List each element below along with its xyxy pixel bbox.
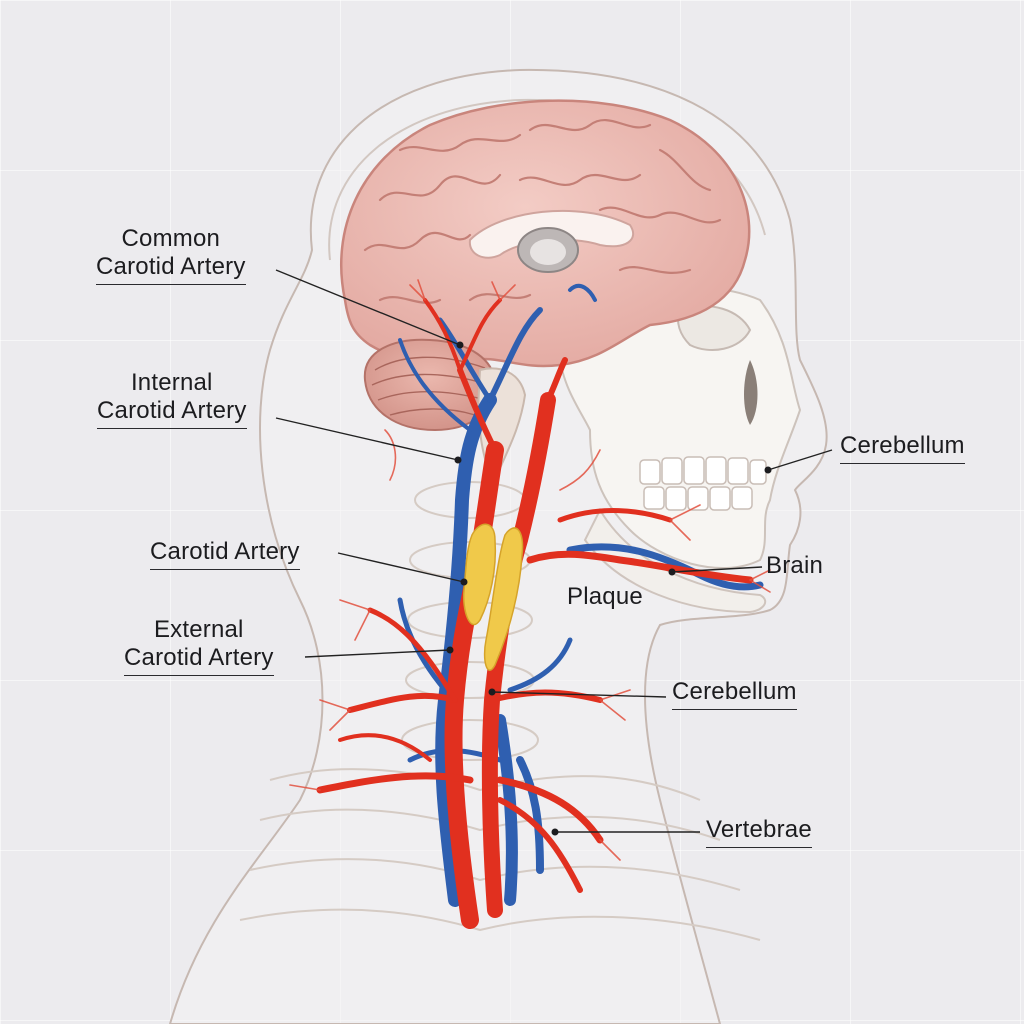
leader-lines (275, 269, 833, 833)
plaque (462, 523, 524, 671)
label-common-carotid-artery: Common Carotid Artery (96, 225, 246, 285)
label-carotid-artery: Carotid Artery (150, 538, 300, 570)
label-cerebellum-lower: Cerebellum (672, 678, 797, 710)
label-internal-carotid-artery: Internal Carotid Artery (97, 369, 247, 429)
label-line: Carotid Artery (124, 644, 274, 676)
label-line: Internal (130, 369, 213, 396)
label-plaque: Plaque (567, 583, 643, 610)
teeth (639, 456, 767, 511)
veins (397, 283, 764, 907)
eye-socket (677, 305, 752, 351)
leader-dots (446, 341, 772, 836)
label-line: Common (121, 225, 221, 252)
label-cerebellum-right: Cerebellum (840, 432, 965, 464)
label-line: Carotid Artery (97, 397, 247, 429)
label-brain: Brain (766, 552, 824, 579)
label-line: External (153, 616, 244, 643)
nose-cavity (744, 360, 758, 425)
label-line: Carotid Artery (96, 253, 246, 285)
label-vertebrae: Vertebrae (706, 816, 812, 848)
label-external-carotid-artery: External Carotid Artery (124, 616, 274, 676)
brain-folds (363, 119, 722, 304)
